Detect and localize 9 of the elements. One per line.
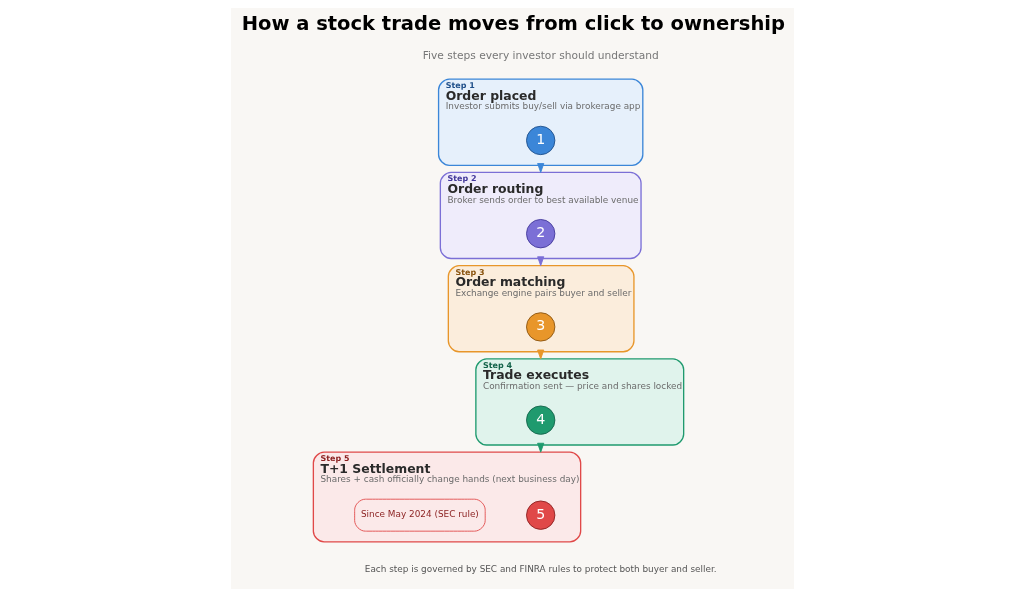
node-circle: 3 xyxy=(525,312,555,342)
diagram-title: How a stock trade moves from click to ownership xyxy=(241,11,785,35)
node-circle: 1 xyxy=(525,125,555,156)
node-box: Since May 2024 (SEC rule) xyxy=(353,498,486,532)
node-circle: 5 xyxy=(525,500,555,530)
node-circle: 4 xyxy=(525,405,555,435)
caption: Each step is governed by SEC and FINRA rules to protect both buyer and seller. xyxy=(364,563,717,574)
node-circle: 2 xyxy=(525,219,555,249)
label: Five steps every investor should understand xyxy=(422,48,659,62)
